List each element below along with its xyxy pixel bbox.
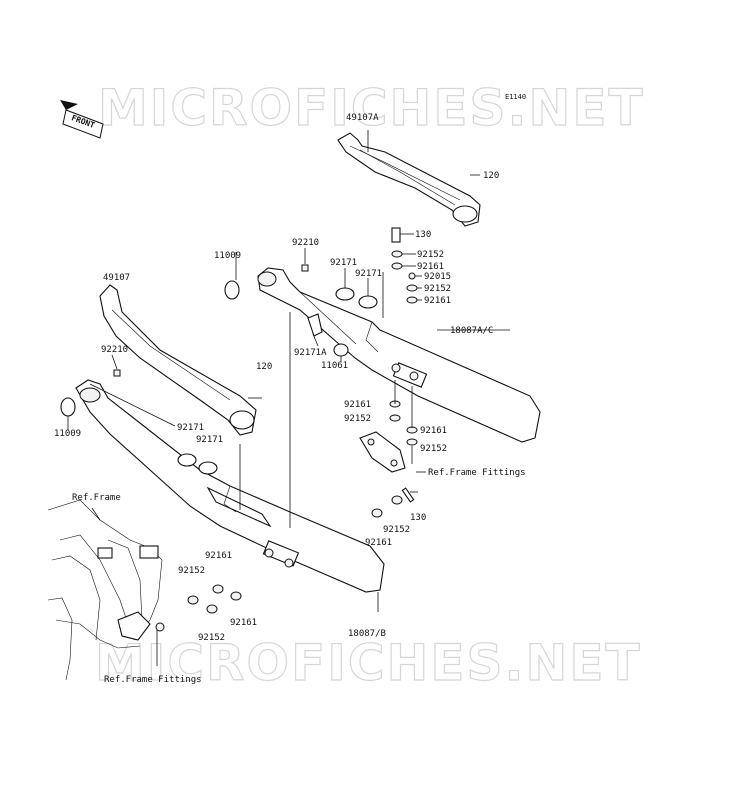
label-120-upper: 120 — [483, 171, 499, 181]
frame-structure — [47, 499, 165, 681]
watermark-top: MICROFICHES.NET — [98, 79, 645, 137]
bracket-92171A — [307, 313, 323, 347]
label-92161-d: 92161 — [420, 426, 447, 436]
cover-49107A — [337, 130, 481, 227]
label-92161-b: 92161 — [424, 296, 451, 306]
label-92210-upper: 92210 — [292, 238, 319, 248]
label-11009-upper: 11009 — [214, 251, 241, 261]
label-18087B: 18087/B — [348, 629, 386, 639]
label-92161-f: 92161 — [205, 551, 232, 561]
hardware-stack-upper — [391, 227, 422, 304]
label-92161-a: 92161 — [417, 262, 444, 272]
label-92152-c: 92152 — [344, 414, 371, 424]
label-92152-b: 92152 — [424, 284, 451, 294]
gasket-11009-lower — [60, 397, 76, 417]
cover-49107 — [99, 284, 262, 436]
label-92152-g: 92152 — [198, 633, 225, 643]
label-92171-d: 92171 — [196, 435, 223, 445]
label-ref-frame-fittings-right: Ref.Frame Fittings — [428, 468, 526, 478]
diagram-id: E1140 — [505, 93, 526, 101]
front-arrow-icon: FRONT — [60, 100, 104, 139]
label-92152-e: 92152 — [383, 525, 410, 535]
label-92161-c: 92161 — [344, 400, 371, 410]
label-49107: 49107 — [103, 273, 130, 283]
label-18087AC: 18087A/C — [450, 326, 493, 336]
clamps-92171-lower — [177, 453, 218, 475]
label-92161-e: 92161 — [365, 538, 392, 548]
label-ref-frame-fittings-left: Ref.Frame Fittings — [104, 675, 202, 685]
label-92171-b: 92171 — [355, 269, 382, 279]
label-92171-c: 92171 — [177, 423, 204, 433]
spacer-11061 — [333, 343, 349, 362]
label-92015: 92015 — [424, 272, 451, 282]
label-130-upper: 130 — [415, 230, 431, 240]
label-ref-frame: Ref.Frame — [72, 493, 121, 503]
bracket-right — [359, 380, 426, 473]
label-130-lower: 130 — [410, 513, 426, 523]
nut-92210-lower — [113, 369, 121, 377]
watermark-bottom: MICROFICHES.NET — [95, 634, 642, 692]
label-92171A: 92171A — [294, 348, 327, 358]
label-92171-a: 92171 — [330, 258, 357, 268]
label-49107A: 49107A — [346, 113, 379, 123]
label-92152-a: 92152 — [417, 250, 444, 260]
clamps-92171-upper — [335, 268, 378, 309]
label-92152-f: 92152 — [178, 566, 205, 576]
muffler-18087AC — [257, 267, 541, 443]
label-92161-g: 92161 — [230, 618, 257, 628]
nut-92210-upper — [301, 264, 309, 272]
muffler-18087B — [75, 379, 385, 612]
label-92210-lower: 92210 — [101, 345, 128, 355]
gasket-11009-upper — [224, 280, 240, 300]
label-92152-d: 92152 — [420, 444, 447, 454]
label-11061: 11061 — [321, 361, 348, 371]
label-11009-lower: 11009 — [54, 429, 81, 439]
hardware-lower — [187, 487, 418, 614]
label-120-lower: 120 — [256, 362, 272, 372]
